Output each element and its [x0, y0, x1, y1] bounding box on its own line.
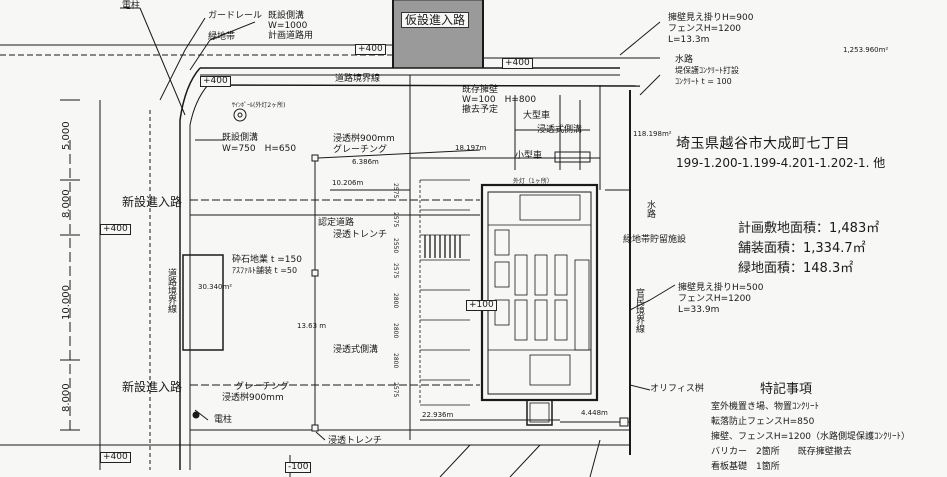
label-dim-1363: 13.63 m — [297, 322, 327, 330]
label-infiltration-trench-bottom: 浸透トレンチ — [328, 436, 383, 446]
label-fence-h1200-top: フェンスH=1200 — [668, 24, 742, 34]
label-green-belt: 緑地帯 — [208, 32, 236, 42]
paved-area: 舗装面積：1,334.7㎡ — [738, 241, 866, 256]
temporary-road — [392, 0, 484, 69]
elevation-minus-100: -100 — [285, 462, 312, 473]
label-dim-4448: 4.448m — [581, 409, 608, 417]
label-concrete-t100: ｺﾝｸﾘｰﾄ t = 100 — [675, 77, 732, 86]
label-new-entrance-top: 新設進入路 — [122, 195, 183, 209]
label-new-entrance-bottom: 新設進入路 — [122, 380, 183, 394]
label-small-vehicle: 小型車 — [515, 151, 543, 161]
label-existing-retaining-wall: 既存擁壁 — [462, 85, 499, 95]
label-road-boundary-vertical: 道路境界線 — [166, 268, 176, 313]
dim-8000-b: 8.000 — [61, 383, 72, 412]
label-existing-gutter-top: 既設側溝 — [268, 11, 305, 21]
note-item-1: 室外機置き場、物置ｺﾝｸﾘｰﾄ — [711, 402, 820, 412]
label-w750-h650: W=750 H=650 — [222, 144, 297, 154]
label-infiltration-gutter-top: 浸透式側溝 — [537, 125, 583, 135]
dim-5000: 5.000 — [61, 121, 72, 150]
dim-10000: 10.000 — [61, 285, 72, 320]
planned-site-area: 計画敷地面積：1,483㎡ — [738, 221, 880, 236]
elevation-plus-400-b: +400 — [502, 58, 533, 69]
note-item-4: バリカー 2箇所 既存擁壁撤去 — [711, 447, 852, 457]
label-area-1253: 1,253.960m² — [843, 46, 889, 54]
label-road-boundary-top: 道路境界線 — [335, 74, 381, 84]
label-street-light: 外灯（1ヶ所） — [513, 178, 553, 185]
green-area: 緑地面積：148.3㎡ — [738, 261, 854, 276]
label-grating-bottom: グレーチング — [235, 382, 290, 392]
note-item-3: 擁壁、フェンスH=1200（水路側堤保護ｺﾝｸﾘｰﾄ） — [711, 432, 911, 442]
label-l133: L=13.3m — [668, 35, 710, 45]
label-utility-pole-bottom: 電柱 — [214, 415, 233, 425]
label-infiltration-basin-bottom: 浸透桝900mm — [222, 393, 284, 403]
label-infiltration-gutter-mid: 浸透式側溝 — [333, 345, 379, 355]
note-item-2: 転落防止フェンスH=850 — [711, 417, 815, 427]
label-w1000: W=1000 — [268, 21, 308, 31]
label-large-vehicle: 大型車 — [523, 111, 551, 121]
elevation-plus-400-d: +400 — [100, 224, 131, 235]
label-dim-18197: 18.197m — [455, 144, 487, 152]
label-removal-planned: 撤去予定 — [462, 105, 499, 115]
elevation-plus-400-c: +400 — [200, 76, 231, 87]
site-address: 埼玉県越谷市大成町七丁目 — [676, 136, 850, 152]
label-area-30340: 30.340m² — [198, 283, 233, 291]
label-temporary-entrance: 仮設進入路 — [401, 12, 470, 28]
elevation-plus-400-e: +400 — [100, 452, 131, 463]
label-dim-118: 118.198m² — [633, 130, 672, 138]
label-certified-road: 認定道路 — [318, 218, 355, 228]
notes-title: 特記事項 — [760, 382, 813, 397]
stall-dim-5: 2800 — [392, 293, 399, 309]
label-infiltration-trench-mid: 浸透トレンチ — [333, 230, 388, 240]
label-w100-h800: W=100 H=800 — [462, 95, 537, 105]
label-dim-6386: 6.386m — [352, 158, 379, 166]
stall-dim-7: 2800 — [392, 353, 399, 369]
stall-dim-1: 2575 — [392, 183, 399, 199]
dim-8000-a: 8.000 — [61, 189, 72, 218]
label-dim-22936: 22.936m — [422, 411, 454, 419]
label-grating-top: グレーチング — [333, 145, 388, 155]
label-green-storage-facility: 緑地帯貯留施設 — [623, 235, 687, 245]
label-retaining-wall-h900: 擁壁見え掛りH=900 — [668, 13, 754, 23]
site-lot-numbers: 199-1.200-1.199-4.201-1.202-1. 他 — [676, 156, 886, 170]
elevation-plus-400-a: +400 — [355, 44, 386, 55]
stall-dim-2: 2575 — [392, 212, 399, 228]
label-existing-gutter-left: 既設側溝 — [222, 133, 259, 143]
label-guardrail: ガードレール — [208, 11, 263, 21]
label-crushed-stone: 砕石地業 t =150 — [232, 255, 302, 265]
note-item-5: 看板基礎 1箇所 — [711, 462, 780, 472]
stall-dim-6: 2800 — [392, 323, 399, 339]
stall-dim-3: 2550 — [392, 238, 399, 254]
label-planned-road-use: 計画道路用 — [268, 31, 314, 41]
label-fence-h1200-mid: フェンスH=1200 — [678, 294, 752, 304]
stall-dim-8: 2575 — [392, 382, 399, 398]
label-waterway: 水路 — [675, 55, 694, 65]
label-embankment-protection: 堤保護ｺﾝｸﾘｰﾄ打設 — [675, 66, 739, 75]
label-orifice-basin: オリフィス桝 — [650, 384, 704, 394]
label-utility-pole-top: 電柱 — [122, 1, 141, 11]
label-asphalt: ｱｽﾌｧﾙﾄ舗装 t =50 — [232, 266, 298, 275]
label-infiltration-basin-top: 浸透桝900mm — [333, 134, 395, 144]
label-l339: L=33.9m — [678, 305, 720, 315]
stall-dim-4: 2575 — [392, 263, 399, 279]
label-sign-pole: ｻｲﾝﾎﾟｰﾙ(外灯2ヶ所) — [232, 102, 286, 109]
label-retaining-wall-h500: 擁壁見え掛りH=500 — [678, 283, 764, 293]
label-public-private-boundary: 官民境界線 — [634, 288, 644, 333]
elevation-plus-100: +100 — [466, 300, 497, 311]
label-waterway-vertical: 水路 — [645, 200, 655, 218]
label-dim-10206: 10.206m — [332, 179, 364, 187]
